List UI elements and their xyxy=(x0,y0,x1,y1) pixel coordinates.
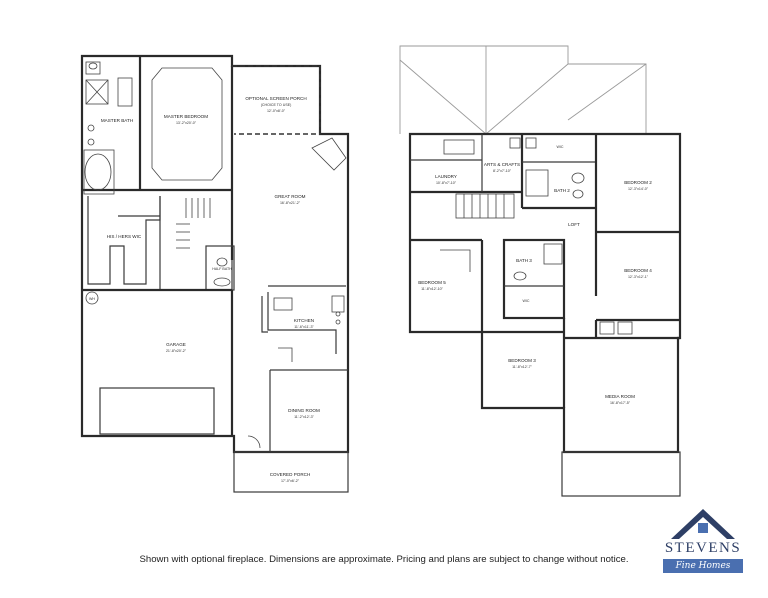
dim-dining-room: 11'-2"x12'-3" xyxy=(294,415,315,419)
label-water-heater: WH xyxy=(89,297,95,301)
label-bedroom-2: BEDROOM 2 xyxy=(624,180,652,185)
label-great-room: GREAT ROOM xyxy=(275,194,306,199)
label-kitchen: KITCHEN xyxy=(294,318,314,323)
label-wic-upper: WIC xyxy=(557,145,564,149)
dim-bedroom-2: 12'-3"x14'-0" xyxy=(628,187,649,191)
first-floor-labels: MASTER BATH MASTER BEDROOM 13'-2"x20'-0"… xyxy=(89,96,320,483)
note-screen-porch: (CHOICE TO USE) xyxy=(261,103,292,107)
label-wic-bedroom-3: WIC xyxy=(523,299,530,303)
first-floor-plan xyxy=(80,54,350,493)
label-garage: GARAGE xyxy=(166,342,186,347)
disclaimer-caption: Shown with optional fireplace. Dimension… xyxy=(139,554,629,565)
label-covered-porch: COVERED PORCH xyxy=(270,472,311,477)
roof-outline xyxy=(399,45,647,135)
stevens-logo: STEVENS Fine Homes xyxy=(655,505,751,577)
label-bedroom-5: BEDROOM 5 xyxy=(418,280,446,285)
label-half-bath: HALF BATH xyxy=(212,267,232,271)
label-bedroom-4: BEDROOM 4 xyxy=(624,268,652,273)
house-roof-icon xyxy=(671,509,735,539)
label-bedroom-3: BEDROOM 3 xyxy=(508,358,536,363)
second-floor-plan xyxy=(399,45,682,497)
label-screen-porch: OPTIONAL SCREEN PORCH xyxy=(245,96,306,101)
label-his-hers-wic: HIS / HERS WIC xyxy=(107,234,142,239)
logo-wordmark: STEVENS xyxy=(664,540,742,556)
label-bath-2: BATH 2 xyxy=(554,188,570,193)
label-loft: LOFT xyxy=(568,222,580,227)
dim-garage: 21'-8"x20'-2" xyxy=(166,349,187,353)
logo-script: Fine Homes xyxy=(663,559,743,573)
second-floor-labels: LAUNDRY 10'-8"x7'-10" ARTS & CRAFTS 8'-2… xyxy=(418,145,652,405)
label-master-bedroom: MASTER BEDROOM xyxy=(164,114,208,119)
dim-arts-crafts: 8'-2"x7'-10" xyxy=(493,169,512,173)
label-media-room: MEDIA ROOM xyxy=(605,394,635,399)
label-master-bath: MASTER BATH xyxy=(101,118,133,123)
dim-laundry: 10'-8"x7'-10" xyxy=(436,181,457,185)
dim-screen-porch: 12'-0"x8'-0" xyxy=(267,109,286,113)
dim-great-room: 16'-8"x21'-2" xyxy=(280,201,301,205)
label-dining-room: DINING ROOM xyxy=(288,408,320,413)
dim-media-room: 16'-8"x17'-5" xyxy=(610,401,631,405)
dim-master-bedroom: 13'-2"x20'-0" xyxy=(176,121,197,125)
label-laundry: LAUNDRY xyxy=(435,174,457,179)
label-arts-crafts: ARTS & CRAFTS xyxy=(484,162,520,167)
dim-bedroom-3: 11'-8"x12'-7" xyxy=(512,365,533,369)
dim-covered-porch: 17'-0"x6'-2" xyxy=(281,479,300,483)
dim-bedroom-5: 11'-8"x12'-10" xyxy=(421,287,444,291)
dim-kitchen: 11'-6"x11'-3" xyxy=(294,325,314,329)
label-bath-3: BATH 3 xyxy=(516,258,532,263)
dim-bedroom-4: 12'-3"x12'-1" xyxy=(628,275,649,279)
